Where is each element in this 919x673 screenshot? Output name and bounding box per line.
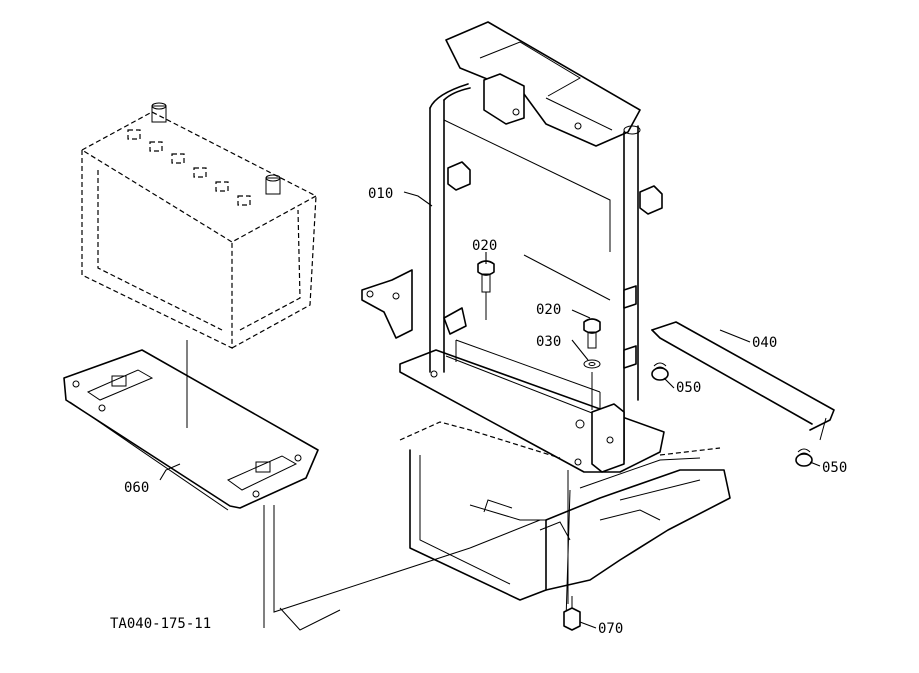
callout-070: 070 xyxy=(598,621,623,637)
hold-down-bar xyxy=(651,321,835,441)
nut-070 xyxy=(563,596,581,631)
callout-010: 010 xyxy=(368,186,393,202)
spring-nut-050-left xyxy=(651,362,669,381)
callout-050-right: 050 xyxy=(822,460,847,476)
callout-040: 040 xyxy=(752,335,777,351)
callout-labels: 010 020 020 030 040 050 050 060 070 xyxy=(124,186,847,637)
battery-bracket xyxy=(361,21,665,604)
callout-020-lower: 020 xyxy=(536,302,561,318)
bolt-020-lower xyxy=(583,318,601,410)
bolt-020-upper xyxy=(477,260,495,320)
callout-050-left: 050 xyxy=(676,380,701,396)
washer-030 xyxy=(583,359,601,369)
drawing-id: TA040-175-11 xyxy=(110,616,211,632)
battery xyxy=(80,102,318,428)
leader-lines xyxy=(159,191,821,629)
machine-body xyxy=(279,421,731,631)
battery-tray xyxy=(63,349,471,628)
callout-020-upper: 020 xyxy=(472,238,497,254)
spring-nut-050-right xyxy=(795,448,813,467)
callout-030: 030 xyxy=(536,334,561,350)
callout-060: 060 xyxy=(124,480,149,496)
